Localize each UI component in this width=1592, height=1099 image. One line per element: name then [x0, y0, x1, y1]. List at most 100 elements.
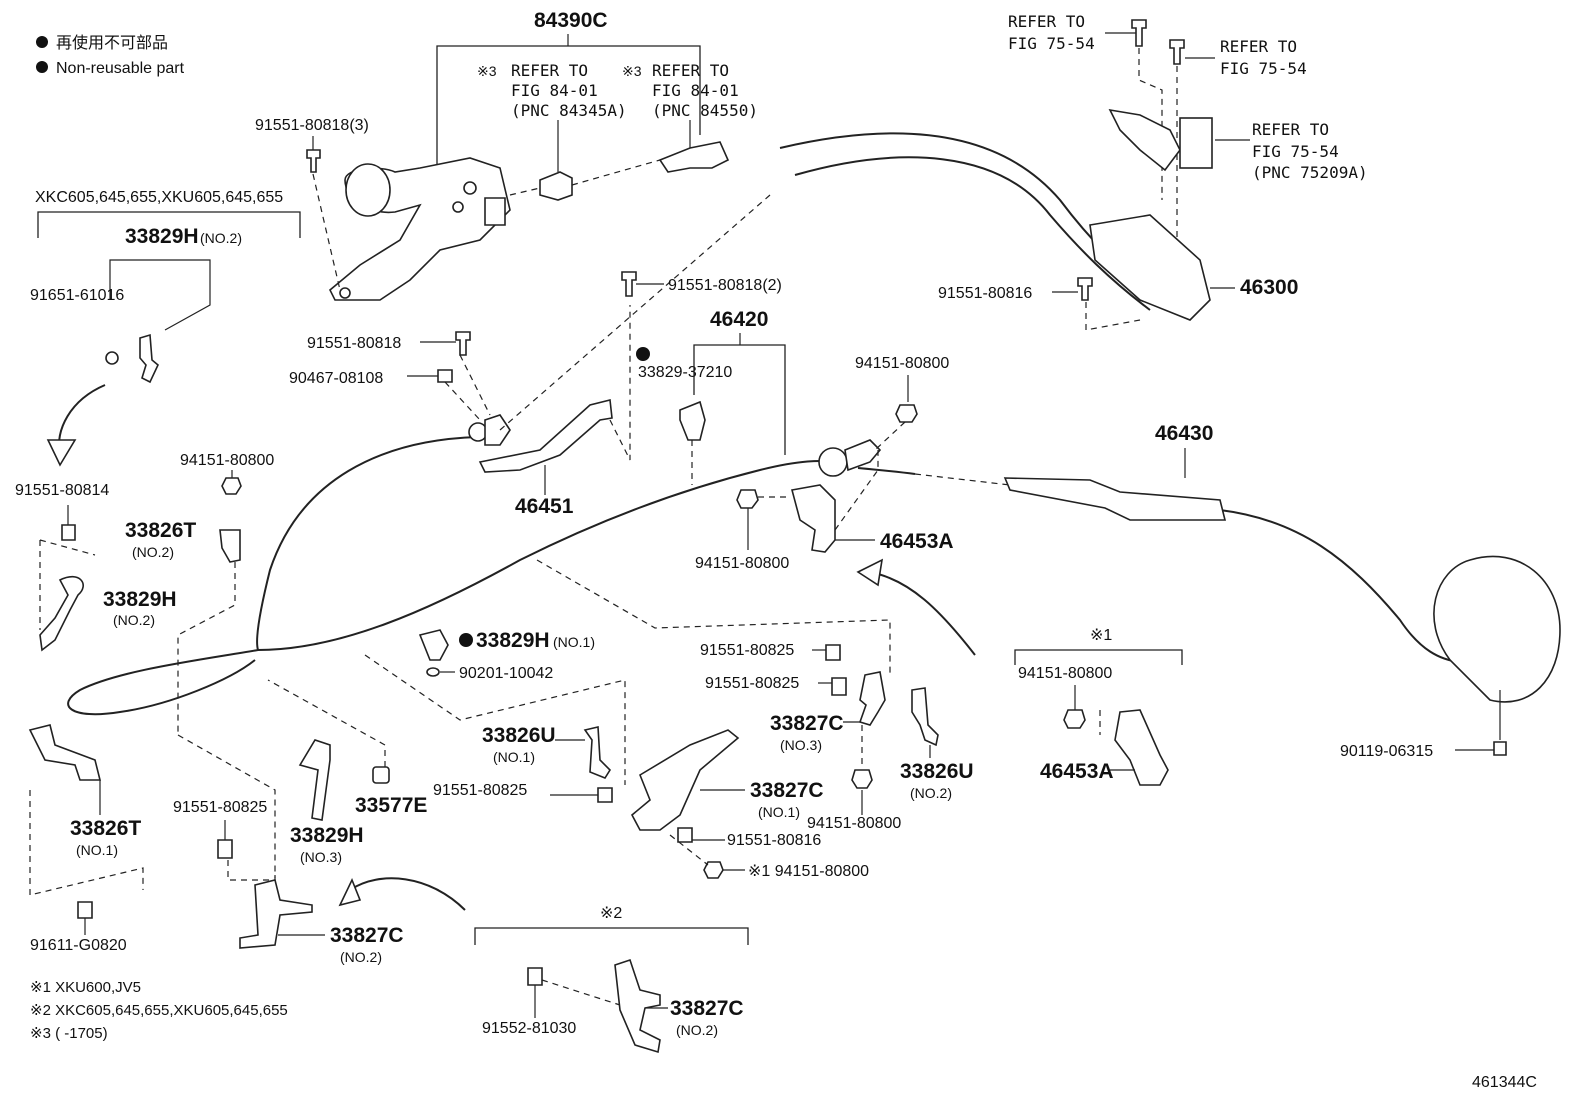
clip-33829-37210 — [679, 400, 706, 441]
part-94151-80800-star1-label: ※1 94151-80800 — [748, 863, 869, 880]
parking-brake-lever-46300 — [1089, 214, 1211, 321]
bracket-33827C-no2-bottom — [614, 958, 661, 1054]
bolt-icon — [825, 644, 841, 661]
arrow-left-icon — [338, 878, 362, 907]
bracket-33827C-no2-left-group: 91551-80825 33827C (NO.2) 33829H (NO.3) … — [173, 679, 466, 965]
center-left-cluster: 91551-80818 90467-08108 46451 — [289, 194, 771, 518]
cable-equalizer — [818, 447, 848, 477]
star2-group-label: ※2 — [600, 905, 622, 922]
refer-fig-75-54-c: REFER TO — [1252, 120, 1329, 139]
part-91551-80816-right-label: 91551-80816 — [938, 285, 1032, 302]
footnotes: ※1 XKU600,JV5 ※2 XKC605,645,655,XKU605,6… — [30, 979, 288, 1042]
bracket-33827C-no3-group: 91551-80825 91551-80825 33827C (NO.3) 94… — [700, 642, 974, 832]
part-46430-label: 46430 — [1155, 422, 1213, 445]
bolt-icon — [306, 149, 321, 173]
clip-33829H-no2-left — [39, 575, 84, 652]
cables — [67, 132, 1511, 716]
arrow-down-icon — [46, 439, 77, 467]
bolt-icon — [217, 839, 233, 859]
refer-fig-75-54-a-fig: FIG 75-54 — [1008, 34, 1095, 53]
bracket-46453A-star1 — [1114, 709, 1169, 786]
bolt-icon — [527, 967, 543, 986]
legend-en: Non-reusable part — [56, 60, 185, 77]
part-90467-08108-label: 90467-08108 — [289, 370, 383, 387]
non-reusable-dot-icon — [36, 36, 48, 48]
part-33829H-no3-sub: (NO.3) — [300, 849, 342, 865]
bolt-icon — [1169, 39, 1185, 65]
part-33826U-no2-sub: (NO.2) — [910, 785, 952, 801]
left-lower-cluster: 91551-80814 33829H (NO.2) 94151-80800 33… — [15, 452, 274, 954]
refer-fig-84-01-b-pnc: (PNC 84550) — [652, 101, 758, 120]
part-91551-80814-label: 91551-80814 — [15, 482, 109, 499]
part-91611-G0820-label: 91611-G0820 — [30, 937, 127, 954]
part-91551-80825-a-label: 91551-80825 — [700, 642, 794, 659]
part-33827C-no2-left-sub: (NO.2) — [340, 949, 382, 965]
switch-84550 — [658, 141, 730, 173]
refer-fig-84-01-a-pnc: (PNC 84345A) — [511, 101, 627, 120]
legend: 再使用不可部品 Non-reusable part — [36, 34, 185, 77]
refer-fig-84-01-b: REFER TO — [652, 61, 729, 80]
bolt-icon — [621, 271, 637, 297]
variant-label-top: XKC605,645,655,XKU605,645,655 — [35, 189, 283, 206]
refer-fig-75-54-c-fig: FIG 75-54 — [1252, 142, 1339, 161]
part-33826T-no2-label: 33826T — [125, 519, 196, 542]
drawing-id: 461344C — [1472, 1074, 1537, 1091]
bracket-46451 — [478, 399, 613, 473]
part-91552-81030-label: 91552-81030 — [482, 1020, 576, 1037]
refer-fig-75-54-a: REFER TO — [1008, 12, 1085, 31]
footnote-1: ※1 XKU600,JV5 — [30, 979, 141, 996]
part-46451-label: 46451 — [515, 495, 574, 518]
part-33827C-no2-bottom-label: 33827C — [670, 997, 744, 1020]
part-91651-61016-label: 91651-61016 — [30, 287, 124, 304]
bracket-33827C-no1 — [630, 729, 740, 831]
part-33829H-no2-left-sub: (NO.2) — [113, 612, 155, 628]
part-33827C-no3-sub: (NO.3) — [780, 737, 822, 753]
refer-mark-2: ※3 — [622, 63, 642, 79]
nut-icon — [1493, 741, 1507, 756]
part-46420-label: 46420 — [710, 308, 768, 331]
nut-icon — [1063, 709, 1086, 729]
nut-icon — [736, 489, 759, 509]
part-94151-80800-left-label: 94151-80800 — [180, 452, 274, 469]
bolt-icon — [77, 901, 93, 919]
non-reusable-dot-icon — [36, 61, 48, 73]
bracket-33826T-no2 — [219, 529, 241, 563]
pedal-assembly-84390C: 84390C ※3 REFER TO FIG 84-01 (PNC 84345A… — [255, 9, 758, 301]
part-33826T-no1-sub: (NO.1) — [76, 842, 118, 858]
bracket-33826U-no1 — [583, 726, 612, 779]
part-33827C-no2-bottom-sub: (NO.2) — [676, 1022, 718, 1038]
bracket-46453A — [791, 484, 836, 553]
nut-icon — [105, 351, 119, 365]
part-94151-80800-46453-label: 94151-80800 — [695, 555, 789, 572]
bolt-icon — [455, 331, 471, 356]
brake-drum — [1433, 555, 1561, 703]
part-33826U-no1-sub: (NO.1) — [493, 749, 535, 765]
bolt-icon — [61, 524, 76, 541]
part-33827C-no3-label: 33827C — [770, 712, 844, 735]
star2-group: ※2 91552-81030 33827C (NO.2) — [474, 905, 749, 1054]
part-46453A-2-label: 46453A — [1040, 760, 1114, 783]
part-33827C-no2-left-label: 33827C — [330, 924, 404, 947]
part-33829H-no2-left-label: 33829H — [103, 588, 177, 611]
bolt-icon — [1131, 19, 1147, 47]
bolt-icon — [677, 827, 693, 843]
refer-fig-84-01-b-fig: FIG 84-01 — [652, 81, 739, 100]
arrow-left-icon — [856, 558, 884, 587]
part-46300-label: 46300 — [1240, 276, 1298, 299]
cable-46420-group: 91551-80818(2) 33829-37210 46420 33829H … — [364, 271, 786, 785]
nut-icon — [851, 769, 873, 789]
grommet-33577E — [372, 766, 390, 784]
part-91551-80825-left-label: 91551-80825 — [173, 799, 267, 816]
clip-icon — [437, 369, 453, 383]
bracket-33827C-no3 — [858, 671, 886, 726]
part-46453A-label: 46453A — [880, 530, 954, 553]
part-33829H-no1-sub: (NO.1) — [553, 634, 595, 650]
part-91551-80818-2-label: 91551-80818(2) — [668, 277, 782, 294]
rear-cable-46430-group: 46430 90119-06315 ※1 94151-80800 46453A — [1003, 422, 1561, 786]
parking-brake-lever-46300-group: REFER TO FIG 75-54 REFER TO FIG 75-54 RE… — [938, 12, 1368, 331]
legend-jp: 再使用不可部品 — [56, 34, 168, 52]
bracket-33826T-no1 — [28, 724, 102, 781]
part-33826U-no2-label: 33826U — [900, 760, 974, 783]
part-33827C-no1-label: 33827C — [750, 779, 824, 802]
